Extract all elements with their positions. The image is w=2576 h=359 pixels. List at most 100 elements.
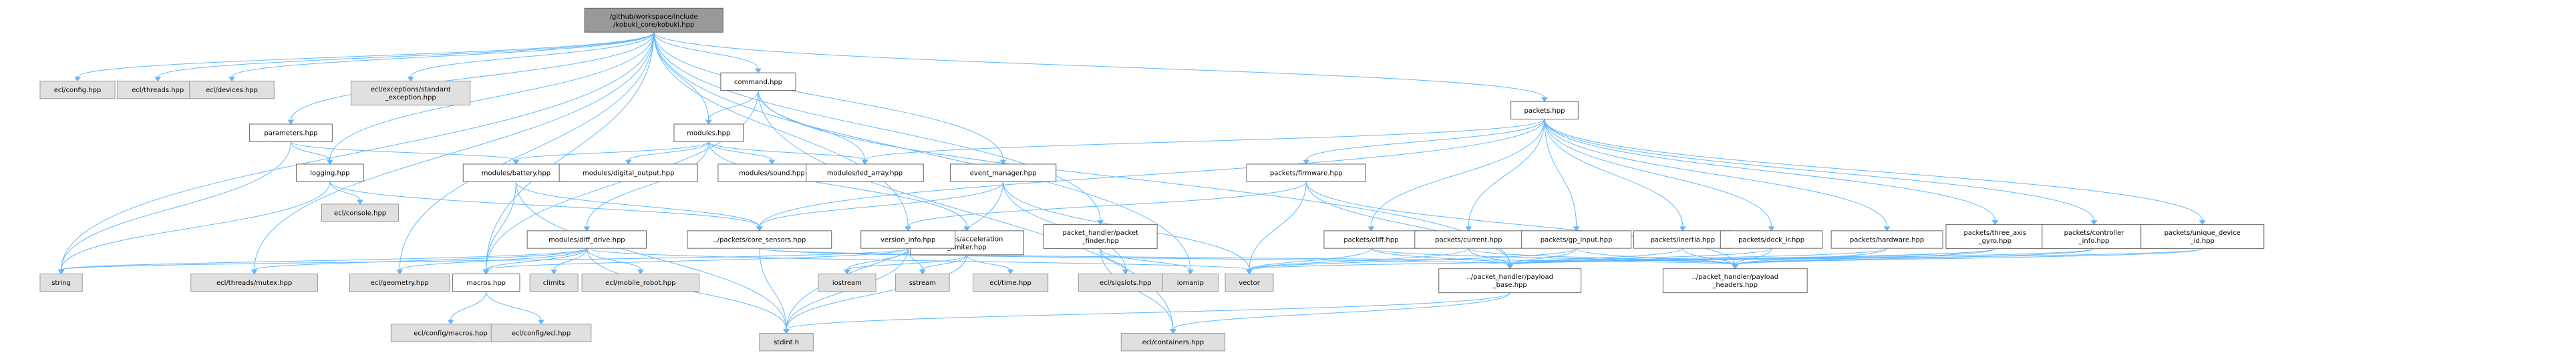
node-box [1323, 230, 1419, 249]
edge-command-to-modules [705, 90, 759, 125]
edge-packets-to-current [1465, 119, 1545, 232]
node-three-axis[interactable]: packets/three_axis_gyro.hpp [1945, 224, 2045, 250]
node-modules[interactable]: modules.hpp [673, 123, 744, 142]
node-current[interactable]: packets/current.hpp [1414, 230, 1523, 249]
edge-packets-to-hardware [1544, 119, 1891, 232]
node-box [1521, 230, 1632, 249]
node-label: ecl/threads/mutex.hpp [216, 280, 292, 287]
node-battery[interactable]: modules/battery.hpp [462, 163, 570, 182]
node-box [189, 80, 275, 99]
node-label: event_manager.hpp [970, 170, 1037, 177]
node-hardware[interactable]: packets/hardware.hpp [1830, 230, 1943, 249]
node-vector: vector [1225, 273, 1274, 292]
node-label: _limiter.hpp [947, 244, 987, 251]
node-cliff[interactable]: packets/cliff.hpp [1323, 230, 1419, 249]
node-label: packets/unique_device [2164, 230, 2241, 237]
node-label: ecl/config/macros.hpp [414, 330, 488, 337]
node-label: iomanip [1177, 280, 1204, 287]
node-label: packets/cliff.hpp [1343, 236, 1398, 244]
node-label: ecl/config/ecl.hpp [512, 330, 571, 337]
node-box [818, 273, 876, 292]
node-label: ../packet_handler/payload [1466, 274, 1553, 281]
node-diff-drive[interactable]: modules/diff_drive.hpp [526, 230, 647, 249]
edge-unique-device-to-payload-base [1506, 248, 2203, 270]
node-box [860, 230, 956, 249]
edge-packet-finder-to-iomanip [1100, 248, 1194, 275]
node-label: sstream [909, 280, 936, 287]
node-inertia[interactable]: packets/inertia.hpp [1633, 230, 1732, 249]
node-firmware[interactable]: packets/firmware.hpp [1246, 163, 1366, 182]
node-label: packets/three_axis [1964, 230, 2027, 237]
node-payload-base[interactable]: ../packet_handler/payload_base.hpp [1438, 268, 1582, 294]
node-gp-input[interactable]: packets/gp_input.hpp [1521, 230, 1632, 249]
node-payload-headers[interactable]: ../packet_handler/payload_headers.hpp [1662, 268, 1808, 294]
node-label: ecl/geometry.hpp [371, 280, 429, 287]
edge-accel-limiter-to-stdint [783, 254, 967, 334]
node-box [1120, 333, 1226, 352]
edge-root-to-ecl-threads [154, 32, 655, 82]
node-label: _finder.hpp [1081, 238, 1119, 245]
edge-diff-drive-to-string [57, 248, 587, 275]
node-config-ecl: ecl/config/ecl.hpp [490, 324, 592, 342]
node-dock-ir[interactable]: packets/dock_ir.hpp [1720, 230, 1823, 249]
edge-modules-to-digital-output [625, 141, 709, 165]
node-command[interactable]: command.hpp [720, 72, 796, 91]
node-box [39, 80, 116, 99]
node-label: string [51, 280, 71, 287]
node-box [190, 273, 319, 292]
node-digital-output[interactable]: modules/digital_output.hpp [558, 163, 698, 182]
node-label: ../packets/core_sensors.hpp [713, 236, 806, 244]
node-label: packets/dock_ir.hpp [1738, 236, 1804, 244]
node-ecl-config: ecl/config.hpp [39, 80, 116, 99]
node-label: packets/current.hpp [1435, 236, 1502, 244]
node-box [1510, 101, 1579, 119]
node-label: modules/sound.hpp [739, 170, 805, 177]
node-label: modules/digital_output.hpp [583, 170, 674, 177]
edge-packets-to-firmware [1303, 119, 1545, 165]
edge-command-to-led-array [758, 90, 868, 165]
node-box [895, 273, 950, 292]
node-box [1720, 230, 1823, 249]
node-unique-device[interactable]: packets/unique_device_id.hpp [2140, 224, 2265, 250]
node-box [296, 163, 364, 182]
node-logging[interactable]: logging.hpp [296, 163, 364, 182]
node-box [1830, 230, 1943, 249]
node-box [462, 163, 570, 182]
node-box [584, 7, 723, 33]
node-event-manager[interactable]: event_manager.hpp [950, 163, 1057, 182]
node-box [687, 230, 832, 249]
node-iomanip: iomanip [1162, 273, 1219, 292]
node-controller-info[interactable]: packets/controller_info.hpp [2042, 224, 2146, 250]
node-box [1246, 163, 1366, 182]
node-core-sensors[interactable]: ../packets/core_sensors.hpp [687, 230, 832, 249]
node-box [950, 163, 1057, 182]
node-led-array[interactable]: modules/led_array.hpp [806, 163, 924, 182]
node-box [1162, 273, 1219, 292]
edge-firmware-to-version-info [905, 182, 1307, 232]
node-label: ecl/sigslots.hpp [1100, 280, 1152, 287]
node-mobile-robot: ecl/mobile_robot.hpp [581, 273, 700, 292]
node-label: modules/diff_drive.hpp [548, 236, 625, 244]
edge-packets-to-gp-input [1544, 119, 1580, 232]
node-box [390, 324, 511, 342]
edge-packets-to-controller-info [1544, 119, 2098, 226]
edge-root-to-packets [653, 32, 1548, 103]
edge-root-to-ecl-config [74, 31, 655, 82]
node-string: string [39, 273, 83, 292]
node-macros[interactable]: macros.hpp [452, 273, 520, 292]
node-label: stdint.h [774, 339, 799, 346]
node-box [526, 230, 647, 249]
edge-parameters-to-logging [290, 141, 333, 165]
node-label: _gyro.hpp [1978, 238, 2011, 245]
node-packets[interactable]: packets.hpp [1510, 101, 1579, 119]
node-parameters[interactable]: parameters.hpp [249, 123, 333, 142]
node-box [321, 204, 399, 222]
node-box [452, 273, 520, 292]
node-version-info[interactable]: version_info.hpp [860, 230, 956, 249]
node-box [1078, 273, 1173, 292]
node-label: modules.hpp [687, 130, 730, 137]
edge-modules-to-led-array [708, 141, 868, 165]
node-box [1043, 224, 1158, 250]
node-packet-finder[interactable]: packet_handler/packet_finder.hpp [1043, 224, 1158, 250]
node-ecl-threads: ecl/threads.hpp [117, 80, 199, 99]
